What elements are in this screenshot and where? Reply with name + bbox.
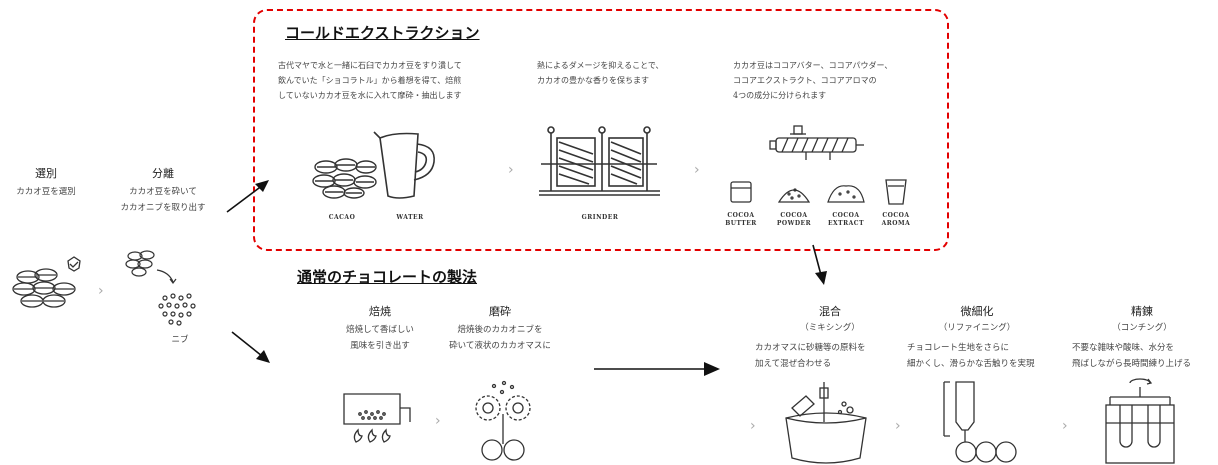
step-grind-title: 磨砕: [489, 305, 511, 318]
grinding-gears-icon: [475, 380, 531, 461]
step-conch-title: 精錬: [1131, 305, 1153, 318]
step-conch-sub: （コンチング）: [1112, 323, 1172, 333]
step-conch-desc: 不要な雑味や酸味、水分を 飛ばしながら長時間練り上げる: [1072, 343, 1192, 369]
step-separate-title: 分離: [152, 167, 174, 180]
nibs-icon: [125, 250, 196, 326]
nib-label: ニブ: [171, 335, 189, 345]
step-refine-title: 微細化: [960, 305, 994, 318]
cocoa-aroma-icon: [885, 179, 907, 205]
cocoa-extract-icon: [827, 185, 865, 203]
caption-cacao: CACAO: [328, 214, 356, 221]
cocoa-butter-icon: [730, 181, 752, 203]
chevron-right-icon: ›: [1062, 418, 1068, 434]
caption-grinder: GRINDER: [581, 214, 619, 221]
chevron-right-icon: ›: [750, 418, 756, 434]
cold-extraction-desc-2: 熱によるダメージを抑えることで、 カカオの豊かな香りを保ちます: [537, 61, 664, 85]
caption-cocoa-powder: COCOA POWDER: [776, 212, 812, 227]
step-mix-sub: （ミキシング）: [800, 323, 860, 333]
refiner-icon: [943, 381, 1017, 463]
chevron-right-icon: ›: [508, 162, 514, 178]
cacao-beans-icon: [312, 158, 377, 199]
water-pitcher-icon: [373, 131, 435, 199]
cocoa-powder-icon: [777, 188, 811, 203]
cold-extraction-desc-3: カカオ豆はココアバター、ココアパウダー、 ココアエクストラクト、ココアアロマの …: [733, 61, 893, 100]
caption-water: WATER: [396, 214, 424, 221]
normal-process-title: 通常のチョコレートの製法: [297, 268, 478, 286]
step-select-desc: カカオ豆を選別: [16, 187, 76, 197]
chevron-right-icon: ›: [895, 418, 901, 434]
screw-extractor-icon: [769, 125, 864, 160]
step-roast-desc: 焙焼して香ばしい 風味を引き出す: [346, 325, 414, 351]
caption-cocoa-butter: COCOA BUTTER: [725, 212, 757, 227]
cold-extraction-desc-1: 古代マヤで水と一緒に石臼でカカオ豆をすり潰して 飲んでいた「ショコラトル」から着…: [278, 61, 462, 100]
caption-cocoa-extract: COCOA EXTRACT: [827, 212, 865, 227]
chevron-right-icon: ›: [435, 413, 441, 429]
conche-icon: [1105, 378, 1175, 464]
cold-extraction-frame: [253, 9, 949, 251]
step-refine-sub: （リファイニング）: [938, 323, 1016, 333]
sorted-beans-icon: [12, 256, 81, 308]
step-refine-desc: チョコレート生地をさらに 細かくし、滑らかな舌触りを実現: [907, 343, 1035, 369]
arrow-to-mixing: [594, 362, 720, 376]
step-mix-title: 混合: [819, 305, 841, 318]
arrow-to-normal-process: [231, 331, 270, 363]
grinder-icon: [539, 126, 660, 196]
step-grind-desc: 焙焼後のカカオニブを 砕いて液状のカカオマスに: [449, 325, 551, 351]
step-mix-desc: カカオマスに砂糖等の原料を 加えて混ぜ合わせる: [755, 343, 866, 369]
mixer-icon: [785, 382, 867, 464]
step-roast-title: 焙焼: [369, 305, 391, 318]
arrow-from-cold-extraction: [812, 244, 827, 285]
step-separate-desc: カカオ豆を砕いて カカオニブを取り出す: [120, 187, 206, 213]
cold-extraction-title: コールドエクストラクション: [285, 24, 480, 42]
chevron-right-icon: ›: [694, 162, 700, 178]
caption-cocoa-aroma: COCOA AROMA: [881, 212, 911, 227]
roaster-icon: [343, 393, 411, 443]
chevron-right-icon: ›: [98, 283, 104, 299]
step-select-title: 選別: [35, 167, 57, 180]
arrow-to-cold-extraction: [226, 180, 269, 213]
